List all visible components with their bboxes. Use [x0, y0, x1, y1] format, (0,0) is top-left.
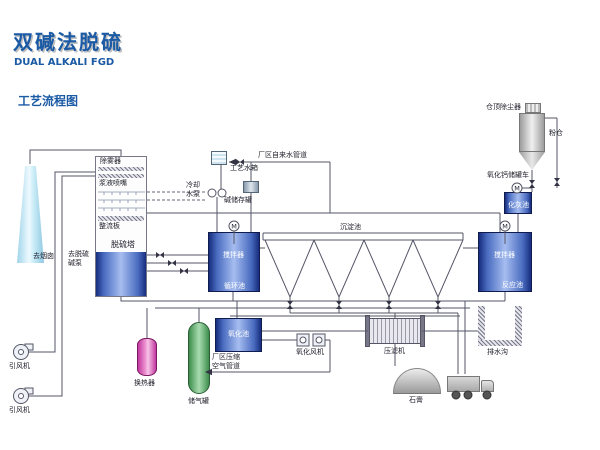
valve-icon: [435, 301, 441, 309]
gypsum-pile: [393, 368, 441, 394]
id-fan-icon: [13, 344, 29, 360]
tower-slurry: [96, 252, 146, 296]
rectifier-plate: [98, 216, 144, 221]
truck-wheel: [463, 390, 473, 400]
silo-dust-collector-shape: [525, 103, 541, 113]
label-slaking-pool: 化灰池: [508, 201, 529, 209]
motor-label: M: [502, 223, 508, 231]
label-agitator-left: 搅拌器: [223, 251, 244, 259]
id-fan-housing: [24, 387, 34, 395]
oxidation-fan-icon: [312, 333, 326, 347]
label-gas-tank: 储气罐: [188, 397, 209, 405]
valve-icon: [156, 252, 164, 258]
label-oxidation-pool: 氧化池: [228, 330, 249, 338]
oxidation-fan-hub: [299, 336, 307, 344]
truck-wheel: [482, 390, 492, 400]
label-gypsum: 石膏: [409, 396, 423, 404]
truck-wheel: [451, 390, 461, 400]
label-reaction-pool: 反应池: [502, 281, 523, 289]
section-title: 工艺流程图: [18, 94, 79, 108]
valve-icon: [529, 180, 535, 188]
demister-layer: [98, 167, 144, 171]
valve-icon: [386, 301, 392, 309]
truck-bed: [447, 376, 480, 392]
heat-exchanger-shape: [137, 338, 157, 376]
page-subtitle: DUAL ALKALI FGD: [14, 57, 115, 68]
label-process-water-tank: 工艺水箱: [230, 164, 258, 172]
powder-silo-cone: [519, 152, 545, 170]
powder-silo-body: [519, 113, 545, 152]
page-title: 双碱法脱硫: [13, 30, 123, 54]
label-cao-tanker: 氧化钙储罐车: [487, 171, 529, 179]
process-water-tank-shape: [211, 151, 227, 165]
label-circulation-pool: 循环池: [224, 282, 245, 290]
motor-icon: [228, 220, 240, 232]
chimney-shape: [17, 166, 44, 263]
sedimentation-pool-outline: [262, 232, 464, 299]
label-to-chimney: 去烟囱: [33, 252, 54, 260]
alkali-storage-tank-shape: [243, 181, 259, 193]
label-id-fan-2: 引风机: [9, 406, 30, 414]
valve-icon: [554, 178, 560, 186]
filter-press-plate: [420, 315, 425, 347]
valve-icon: [336, 301, 342, 309]
valve-icon: [287, 301, 293, 309]
label-plant-water-pipe: 厂区自来水管道: [258, 151, 307, 159]
demister-layer: [98, 174, 144, 178]
truck-cab: [481, 380, 494, 392]
label-agitator-right: 搅拌器: [494, 251, 515, 259]
label-sedimentation-pool: 沉淀池: [340, 223, 361, 231]
filter-press-shape: [368, 318, 422, 344]
label-alkali-tank: 碱储存罐: [224, 196, 252, 204]
label-id-fan-1: 引风机: [9, 362, 30, 370]
label-drain-ditch: 排水沟: [487, 348, 508, 356]
id-fan-hub: [18, 349, 24, 355]
gas-storage-tank-shape: [188, 322, 210, 394]
label-filter-press: 压滤机: [384, 347, 405, 355]
label-compressed-air: 厂区压缩 空气管道: [212, 353, 240, 370]
label-tower: 脱硫塔: [111, 240, 135, 249]
oxidation-fan-hub: [315, 336, 323, 344]
label-powder-silo: 粉仓: [549, 129, 563, 137]
valve-icon: [180, 268, 188, 274]
motor-icon: [499, 220, 511, 232]
drain-ditch-floor: [478, 340, 522, 346]
id-fan-hub: [18, 393, 24, 399]
id-fan-housing: [24, 343, 34, 351]
filter-press-plate: [365, 315, 370, 347]
label-slurry-nozzle: 浆液喷嘴: [99, 179, 127, 187]
label-demister: 除雾器: [100, 157, 121, 165]
label-to-pump: 去脱硫 碱泵: [68, 250, 89, 267]
motor-label: M: [231, 223, 237, 231]
pump-icon: [207, 188, 217, 198]
label-silo-dust-collector: 仓顶除尘器: [486, 103, 521, 111]
valve-icon: [168, 260, 176, 266]
label-rectifier: 整流板: [99, 222, 120, 230]
id-fan-icon: [13, 388, 29, 404]
oxidation-fan-icon: [296, 333, 310, 347]
label-cooling-pump: 冷却 水泵: [186, 181, 200, 198]
label-heat-exchanger: 换热器: [134, 379, 155, 387]
label-oxidation-fan: 氧化风机: [296, 348, 324, 356]
